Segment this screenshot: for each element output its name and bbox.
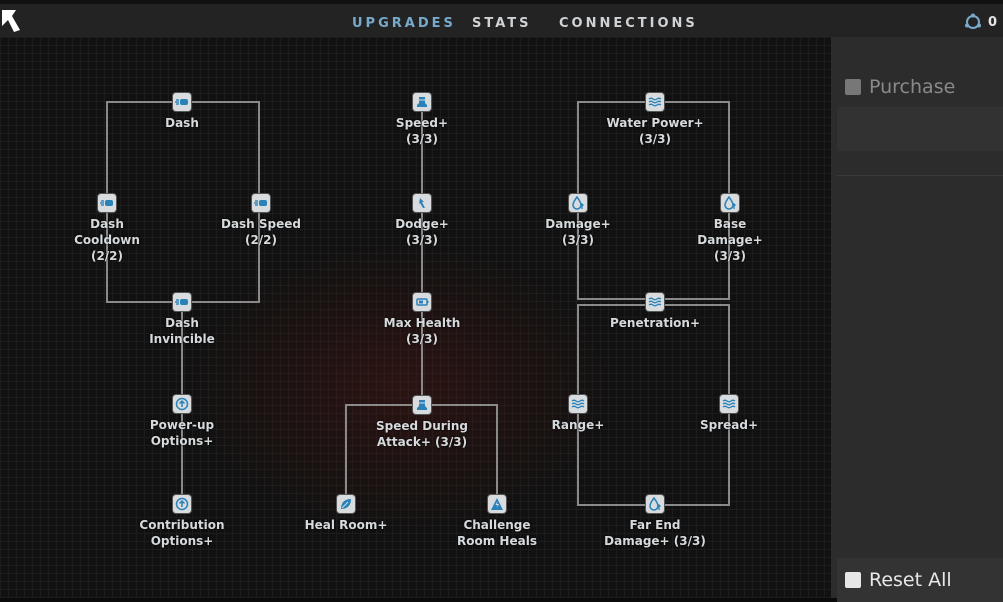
upgrade-label-challenge-room-heals: Challenge Room Heals bbox=[457, 518, 537, 548]
waves-icon bbox=[648, 95, 662, 109]
upgrade-label-dash: Dash bbox=[165, 116, 199, 130]
upgrade-label-contribution-options: Contribution Options+ bbox=[139, 518, 225, 548]
purchase-checkbox bbox=[845, 79, 861, 95]
upgrade-label-penetration: Penetration+ bbox=[609, 316, 701, 330]
gear-currency-icon bbox=[964, 13, 981, 29]
upgrade-label-water-power: Water Power+ (3/3) bbox=[606, 116, 704, 146]
warning-triangle-icon bbox=[490, 497, 504, 511]
upgrade-label-spread: Spread+ bbox=[699, 418, 759, 432]
battery-icon bbox=[415, 295, 429, 309]
upgrade-node-speed-during-attack[interactable] bbox=[413, 396, 431, 414]
boot-icon bbox=[415, 95, 429, 109]
upgrade-node-dodge[interactable] bbox=[413, 194, 431, 212]
upgrade-node-far-end-damage[interactable] bbox=[646, 495, 664, 513]
tab-stats[interactable]: STATS bbox=[472, 16, 532, 31]
upgrade-node-range[interactable] bbox=[569, 395, 587, 413]
droplet-up-icon bbox=[648, 497, 662, 511]
upgrade-label-speed: Speed+ (3/3) bbox=[395, 116, 449, 146]
reset-label: Reset All bbox=[869, 569, 952, 591]
upgrade-label-far-end-damage: Far End Damage+ (3/3) bbox=[604, 518, 706, 548]
purchase-label: Purchase bbox=[869, 76, 956, 98]
top-bar: UPGRADES STATS CONNECTIONS 0 bbox=[0, 0, 1003, 37]
droplet-up-icon bbox=[723, 196, 737, 210]
upgrade-label-heal-room: Heal Room+ bbox=[304, 518, 388, 532]
upgrade-node-penetration[interactable] bbox=[646, 293, 664, 311]
upgrade-node-max-health[interactable] bbox=[413, 293, 431, 311]
upgrade-node-challenge-room-heals[interactable] bbox=[488, 495, 506, 513]
cursor-logo-icon bbox=[2, 10, 20, 32]
upgrade-label-damage: Damage+ (3/3) bbox=[545, 217, 611, 247]
tab-connections[interactable]: CONNECTIONS bbox=[559, 16, 698, 31]
upgrade-node-dash-cooldown[interactable] bbox=[98, 194, 116, 212]
upgrade-label-dodge: Dodge+ (3/3) bbox=[395, 217, 449, 247]
dash-icon bbox=[175, 295, 189, 309]
waves-icon bbox=[571, 397, 585, 411]
upgrade-node-dash[interactable] bbox=[173, 93, 191, 111]
dash-icon bbox=[175, 95, 189, 109]
boot-icon bbox=[415, 398, 429, 412]
upgrade-node-dash-invincible[interactable] bbox=[173, 293, 191, 311]
purchase-button[interactable]: Purchase bbox=[837, 65, 1003, 109]
dash-icon bbox=[100, 196, 114, 210]
upgrade-node-spread[interactable] bbox=[720, 395, 738, 413]
upgrade-label-powerup-options: Power-up Options+ bbox=[149, 418, 215, 448]
upgrade-label-base-damage: Base Damage+ (3/3) bbox=[697, 217, 763, 263]
upgrade-node-heal-room[interactable] bbox=[337, 495, 355, 513]
leaf-icon bbox=[339, 497, 353, 511]
upgrade-label-max-health: Max Health (3/3) bbox=[383, 316, 461, 346]
upgrade-node-speed[interactable] bbox=[413, 93, 431, 111]
tab-upgrades[interactable]: UPGRADES bbox=[352, 16, 456, 31]
upgrade-node-base-damage[interactable] bbox=[721, 194, 739, 212]
sidebar-divider bbox=[837, 175, 1003, 176]
upgrade-label-speed-during-attack: Speed During Attack+ (3/3) bbox=[376, 419, 468, 449]
upgrade-label-range: Range+ bbox=[551, 418, 605, 432]
reset-all-button[interactable]: Reset All bbox=[837, 558, 1003, 602]
reset-checkbox bbox=[845, 572, 861, 588]
dodge-arrow-icon bbox=[415, 196, 429, 210]
waves-icon bbox=[722, 397, 736, 411]
waves-icon bbox=[648, 295, 662, 309]
currency-counter: 0 bbox=[964, 13, 997, 31]
upgrade-node-dash-speed[interactable] bbox=[252, 194, 270, 212]
info-panel bbox=[837, 107, 1003, 151]
upgrade-node-contribution-options[interactable] bbox=[173, 495, 191, 513]
sidebar-panel: Purchase Reset All bbox=[831, 37, 1003, 602]
currency-value: 0 bbox=[987, 14, 997, 30]
droplet-up-icon bbox=[571, 196, 585, 210]
upgrade-node-powerup-options[interactable] bbox=[173, 395, 191, 413]
arrow-up-circle-icon bbox=[175, 397, 189, 411]
upgrade-label-dash-speed: Dash Speed (2/2) bbox=[220, 217, 302, 247]
upgrade-label-dash-cooldown: Dash Cooldown (2/2) bbox=[74, 217, 140, 263]
upgrade-node-damage[interactable] bbox=[569, 194, 587, 212]
dash-icon bbox=[254, 196, 268, 210]
upgrade-node-water-power[interactable] bbox=[646, 93, 664, 111]
arrow-up-circle-icon bbox=[175, 497, 189, 511]
upgrade-label-dash-invincible: Dash Invincible bbox=[149, 316, 215, 346]
